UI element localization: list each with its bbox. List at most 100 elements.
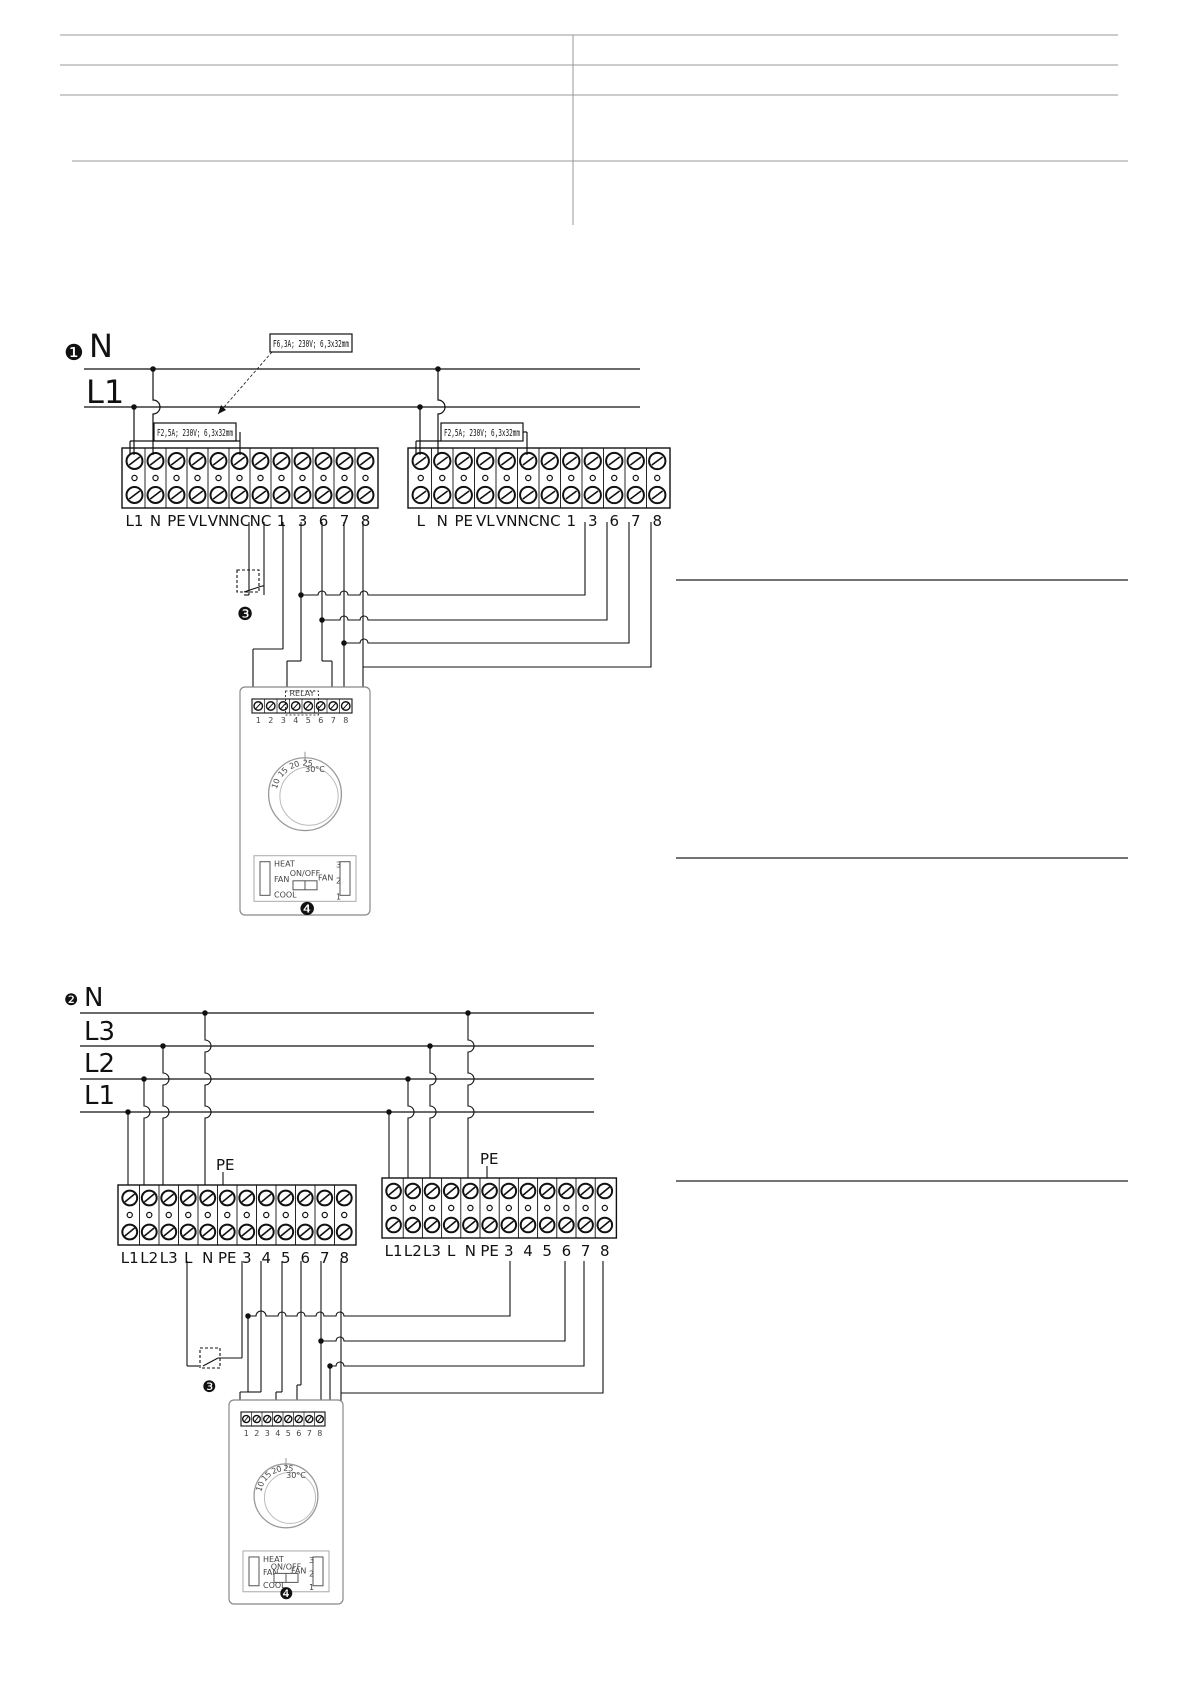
terminal-screw [500,1182,518,1200]
onoff-label: ON/OFF [290,869,321,878]
terminal-screw [454,485,473,505]
terminal-link [126,1211,133,1219]
terminal-label: VL [188,512,207,530]
terminal-screw [257,1223,275,1241]
bus-label-l1-2: L1 [84,1081,115,1111]
controller-terminal-label: 5 [286,1429,291,1438]
fuse-left-label: F2,5A; 230V; 6,3x32mm [153,422,237,442]
controller-terminal-screw [315,701,326,711]
mode-label: COOL [263,1581,286,1590]
terminal-screw [583,485,602,505]
terminal-label: L3 [423,1242,441,1260]
terminal-link [563,1204,570,1212]
terminal-label: 3 [298,512,308,530]
terminal-link [341,1211,348,1219]
terminal-link [503,474,510,482]
terminal-link [173,474,180,482]
terminal-label: PE [480,1242,499,1260]
terminal-screw [423,1182,441,1200]
dial-scale-label: 25 [302,758,313,768]
terminal-label: 5 [542,1242,552,1260]
mode-label: FAN [263,1568,278,1577]
terminal-link [482,474,489,482]
d2-pe-label-left: PE [216,1156,235,1174]
terminal-label: 6 [300,1249,310,1267]
fuse-main-label: F6,3A; 230V; 6,3x32mm [217,333,353,415]
terminal-label: 6 [319,512,329,530]
terminal-screw [404,1216,422,1234]
relay-label: RELAY [290,689,315,698]
svg-text:F6,3A; 230V; 6,3x32mm: F6,3A; 230V; 6,3x32mm [273,339,349,350]
mode-switch [248,1556,260,1587]
terminal-screw [462,1216,479,1234]
terminal-screw [277,1223,295,1241]
terminal-screw [188,486,207,504]
terminal-label: 8 [600,1242,610,1260]
terminal-screw [335,1223,353,1241]
terminal-link [460,474,467,482]
terminal-screw [316,1223,334,1241]
dial-max-label: 30°C [286,1471,306,1480]
d2-supply-wiring [125,1010,488,1195]
terminal-screw [314,452,333,470]
terminal-label: 8 [361,512,371,530]
fan-speed-label: 2 [309,1569,314,1578]
terminal-link [525,474,532,482]
terminal-link [409,1204,416,1212]
terminal-screw [140,1223,158,1241]
terminal-label: L1 [385,1242,403,1260]
terminal-screw [577,1216,594,1234]
fan-speed-label: 1 [309,1583,314,1592]
svg-text:F2,5A; 230V; 6,3x32mm: F2,5A; 230V; 6,3x32mm [444,428,520,439]
terminal-label: 7 [340,512,350,530]
terminal-screw [497,451,516,471]
terminal-label: N [465,1242,476,1260]
controller-terminal-screw [304,1414,314,1424]
terminal-screw [277,1189,295,1207]
d1-switch [236,522,265,596]
terminal-screw [540,485,559,505]
controller-terminal-screw [303,701,314,711]
terminal-label: L3 [160,1249,178,1267]
controller-terminal-screw [315,1414,325,1424]
terminal-screw [293,486,312,504]
terminal-screw [251,486,270,504]
terminal-link [611,474,618,482]
terminal-link [194,474,201,482]
terminal-screw [272,486,291,504]
fan-label: FAN [318,874,333,883]
terminal-link [654,474,661,482]
terminal-screw [199,1223,217,1241]
terminal-screw [160,1189,178,1207]
terminal-link [439,474,446,482]
terminal-link [299,474,306,482]
terminal-screw [218,1223,236,1241]
terminal-screw [562,485,581,505]
terminal-screw [179,1189,197,1207]
terminal-screw [218,1189,236,1207]
terminal-screw [476,451,495,471]
fan-speed-label: 2 [336,877,341,886]
d1-signal-wiring [252,522,652,707]
controller-terminal-label: 2 [268,716,273,725]
terminal-screw [121,1223,139,1241]
terminal-screw [140,1189,158,1207]
terminal-screw [519,1216,537,1234]
terminal-label: NC [517,512,539,530]
terminal-label: VL [476,512,495,530]
fan-label: FAN [291,1566,306,1575]
terminal-label: VN [496,512,517,530]
terminal-link [448,1204,455,1212]
terminal-screw [462,1182,479,1200]
terminal-link [582,1204,589,1212]
controller-terminal-label: 7 [307,1429,312,1438]
fuse-right-label: F2,5A; 230V; 6,3x32mm [440,422,524,442]
terminal-label: 4 [523,1242,533,1260]
mode-switch [259,861,271,896]
terminal-link [263,1211,270,1219]
terminal-screw [160,1223,178,1241]
terminal-screw [519,1182,537,1200]
terminal-screw [146,486,165,504]
